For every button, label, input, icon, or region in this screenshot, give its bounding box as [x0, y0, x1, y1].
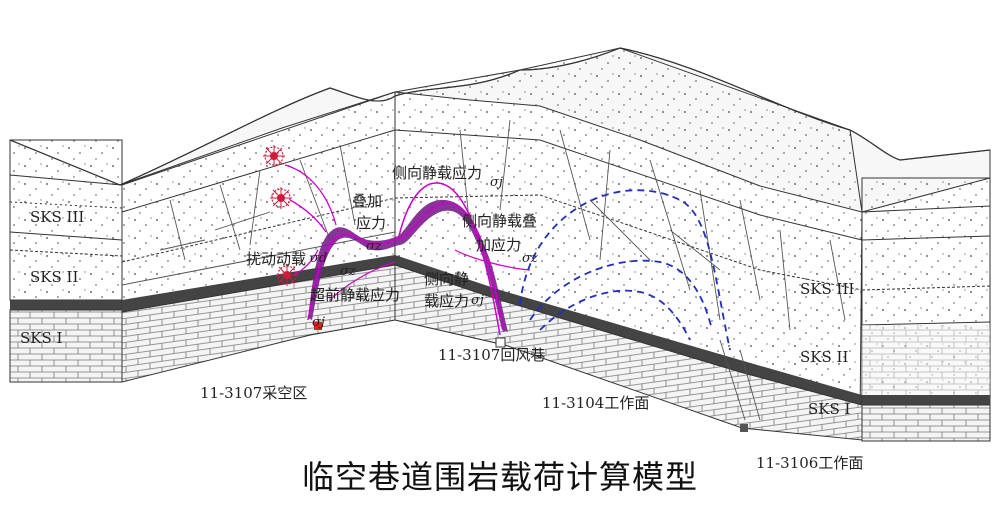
return-airway-roadway [495, 337, 506, 348]
label-lateral-static-top: 侧向静载应力 [392, 164, 482, 182]
label-superposed-1: 叠加 [352, 192, 382, 210]
label-sks2-right: SKS II [800, 348, 848, 366]
label-advance-static: 超前静载应力 [310, 286, 400, 304]
label-return-airway: 11-3107回风巷 [438, 346, 545, 364]
label-sks3-left: SKS III [30, 208, 84, 226]
label-face-3106: 11-3106工作面 [756, 454, 863, 472]
label-face-3104: 11-3104工作面 [542, 394, 649, 412]
sym-lateral-low: σj [471, 293, 484, 308]
dashed-arch-icon [519, 189, 731, 351]
label-goaf: 11-3107采空区 [200, 384, 307, 402]
sym-advance: σj [312, 315, 325, 330]
sym-superposed: σz [366, 239, 382, 254]
label-sks3-right: SKS III [800, 280, 854, 298]
label-lateral-static-low-2: 载应力 [424, 292, 469, 310]
burst-icon [270, 187, 292, 209]
left-face-upper [9, 139, 123, 301]
sym-lateral-top: σj [490, 175, 503, 190]
lateral-static-curve [397, 182, 501, 336]
sym-lateral-super: σz [522, 251, 538, 266]
figure-title: 临空巷道围岩载荷计算模型 [301, 458, 698, 496]
left-face-bricks [9, 309, 123, 383]
face-3106-roadway [740, 424, 748, 432]
dashed-arch-icon [539, 289, 691, 341]
label-superposed-2: 应力 [356, 214, 386, 232]
sym-dynamic: σd [310, 251, 327, 266]
stress-fill-left [308, 199, 508, 332]
goaf-roadway [314, 322, 322, 330]
label-sks1-right: SKS I [808, 400, 851, 418]
label-lateral-super-2: 加应力 [476, 236, 521, 254]
label-sks1-left: SKS I [20, 329, 63, 347]
dashed-arch-icon [529, 259, 713, 331]
label-lateral-static-low-1: 侧向静 [424, 270, 469, 288]
sym-superposed-2: σz [340, 264, 356, 279]
burst-icon [263, 145, 285, 167]
label-dynamic-load: 扰动动载 [246, 250, 306, 268]
burst-icon [276, 264, 298, 286]
label-lateral-super-1: 侧向静载叠 [462, 212, 537, 230]
label-sks2-left: SKS II [30, 268, 78, 286]
